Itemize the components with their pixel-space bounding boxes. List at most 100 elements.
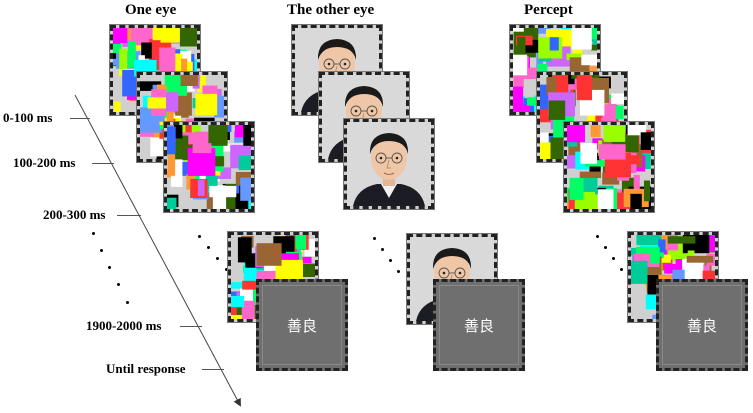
time-ellipsis-dot [108,266,111,269]
mask-patch [571,28,592,50]
mask-patch [566,53,584,61]
eye-right [458,271,462,275]
mask-patch [240,177,251,201]
mask-patch [197,179,205,196]
mask-patch [598,144,626,160]
mask-patch [567,125,585,143]
mask-patch [166,111,174,123]
mask-patch [517,36,526,54]
mask-patch [295,235,307,250]
time-ellipsis-dot [117,283,120,286]
mask-patch [647,275,659,295]
mask-patch [174,125,183,139]
mask-patch [238,155,251,171]
mask-patch [214,95,224,118]
stack-ellipsis-dot [604,246,607,249]
mondrian-mask-pattern [567,125,651,209]
time-label-100-200: 100-200 ms [13,155,76,170]
mask-patch [667,236,696,244]
mask-patch [119,48,128,69]
word-frame-inner [262,285,342,365]
mask-patch [302,263,315,277]
mask-patch [592,35,597,45]
time-ellipsis-dot [92,232,95,235]
eye-right [395,156,399,160]
time-ellipsis-dot [126,301,129,304]
face-photo [347,122,431,206]
eye-right [370,109,374,113]
mask-patch [603,125,626,142]
stack-ellipsis-dot [381,248,384,251]
mask-frame-percept-3 [563,121,655,213]
mask-patch [513,54,528,76]
mask-patch [113,101,121,112]
time-label-200-300: 200-300 ms [43,207,106,222]
time-ellipsis-dot [100,249,103,252]
mask-patch [177,132,202,145]
mask-patch [113,43,122,54]
mask-patch [175,92,192,116]
mask-patch [242,280,259,290]
stack-ellipsis-dot [373,237,376,240]
mask-patch [513,86,524,106]
mask-patch [113,28,128,43]
mask-patch [644,180,651,202]
stack-ellipsis-dot [198,235,201,238]
mask-patch [631,260,648,284]
eye-left [327,62,331,66]
mask-patch [214,167,232,179]
mask-frame-one-eye-3 [163,121,255,213]
mask-patch [556,35,580,47]
mondrian-mask-pattern [167,125,251,209]
mask-patch [513,104,530,112]
mask-patch [658,239,666,253]
time-axis-line [74,94,241,407]
time-label-0-100: 0-100 ms [3,110,53,125]
mask-patch [521,67,544,80]
mask-patch [192,143,212,154]
stack-ellipsis-dot [612,257,615,260]
mask-patch [636,235,664,246]
mask-patch [300,256,312,264]
mask-patch [140,81,162,91]
target-word: 善良 [286,316,317,335]
mask-patch [568,141,581,168]
mask-patch [195,93,218,116]
word-frame-one-eye: 善良 [256,279,348,371]
nose [386,159,391,169]
mask-patch [180,75,198,86]
mask-patch [151,121,159,144]
mask-patch [179,28,197,47]
stack-ellipsis-dot [216,257,219,260]
mask-patch [584,160,611,167]
mask-patch [598,185,614,193]
eye-left [354,109,358,113]
eye-left [442,271,446,275]
title-percept: Percept [524,2,573,18]
mask-patch [615,105,624,120]
stack-ellipsis-dot [620,268,623,271]
time-tick-1900-2000 [180,326,202,327]
mask-patch [630,193,642,209]
stack-ellipsis-dot [389,259,392,262]
target-word: 善良 [463,316,494,335]
mask-patch [533,28,551,34]
hair [369,133,409,154]
mask-patch [231,295,245,308]
mask-patch [138,55,145,62]
mask-patch [241,300,255,319]
mask-patch [209,185,237,198]
mask-patch [165,92,179,112]
mask-patch [237,237,252,263]
mask-patch [243,125,251,146]
face-frame-other-eye-3 [343,118,435,210]
mask-patch [141,42,152,59]
title-one-eye: One eye [125,2,177,18]
hair [317,39,357,60]
word-frame-percept: 善良 [656,279,748,371]
mask-patch [633,174,640,190]
mask-patch [275,259,303,280]
mask-patch [175,135,189,154]
mask-patch [275,253,299,261]
mask-patch [164,75,174,86]
